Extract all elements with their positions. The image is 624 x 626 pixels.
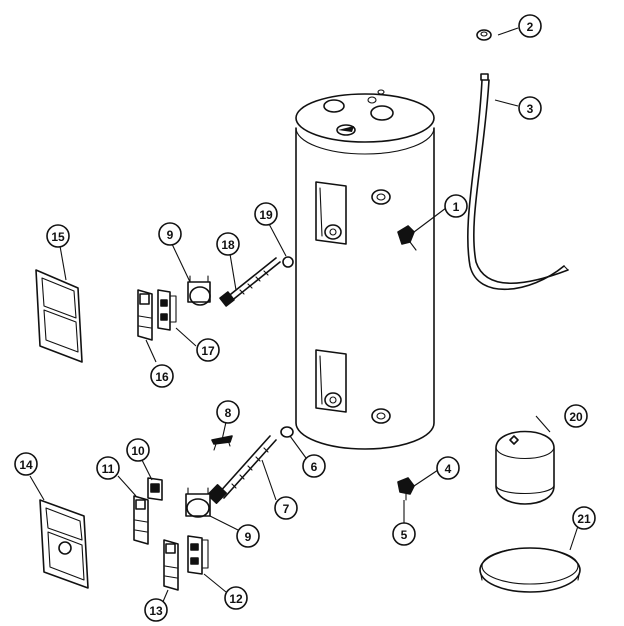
callout-label: 17 (201, 344, 215, 358)
callout-19: 19 (254, 202, 278, 226)
callout-label: 21 (577, 512, 591, 526)
callout-label: 12 (229, 592, 243, 606)
leader-lines (29, 27, 581, 605)
callout-3: 3 (518, 96, 542, 120)
callout-14: 14 (14, 452, 38, 476)
part-lower-thermostat-plate (163, 539, 179, 591)
callout-label: 4 (445, 462, 452, 476)
callout-label: 10 (131, 444, 145, 458)
callouts: 1 2 3 4 5 6 7 8 (14, 14, 596, 622)
callout-label: 9 (167, 228, 174, 242)
callout-5: 5 (392, 522, 416, 546)
part-upper-heating-element (219, 257, 281, 307)
callout-label: 15 (51, 230, 65, 244)
callout-label: 13 (149, 604, 163, 618)
callout-label: 2 (527, 20, 534, 34)
callout-21: 21 (572, 506, 596, 530)
callout-label: 1 (453, 200, 460, 214)
part-lower-thermostat (187, 535, 209, 575)
callout-label: 11 (102, 462, 115, 476)
part-element-gasket-upper (187, 275, 211, 306)
part-element-gasket-lower (185, 487, 211, 518)
part-expansion-tank (495, 430, 555, 505)
callout-label: 6 (311, 460, 318, 474)
part-drain-valve (397, 477, 415, 501)
callout-label: 9 (245, 530, 252, 544)
part-dip-tube (467, 73, 569, 291)
callout-label: 20 (569, 410, 583, 424)
callout-label: 18 (221, 238, 235, 252)
part-gasket-upper (282, 256, 294, 268)
callout-18: 18 (216, 232, 240, 256)
callout-6: 6 (302, 454, 326, 478)
callout-8: 8 (216, 400, 240, 424)
callout-label: 8 (225, 406, 232, 420)
callout-9-upper: 9 (158, 222, 182, 246)
callout-1: 1 (444, 194, 468, 218)
callout-2: 2 (518, 14, 542, 38)
callout-16: 16 (150, 364, 174, 388)
part-drain-pan (479, 547, 581, 593)
callout-13: 13 (144, 598, 168, 622)
part-upper-access-cover (35, 269, 83, 363)
callout-10: 10 (126, 438, 150, 462)
callout-20: 20 (564, 404, 588, 428)
part-lower-access-cover (39, 499, 89, 589)
part-lower-thermostat-bracket (133, 495, 149, 545)
callout-label: 14 (19, 458, 33, 472)
callout-label: 3 (527, 102, 534, 116)
callout-label: 7 (283, 502, 290, 516)
water-heater-tank (295, 89, 435, 450)
part-upper-thermostat (137, 289, 153, 341)
callout-label: 16 (155, 370, 169, 384)
callout-label: 19 (259, 208, 273, 222)
part-lower-heating-element (207, 435, 277, 505)
callout-7: 7 (274, 496, 298, 520)
callout-9-lower: 9 (236, 524, 260, 548)
part-nut (476, 29, 492, 41)
callout-17: 17 (196, 338, 220, 362)
callout-12: 12 (224, 586, 248, 610)
part-limit-switch (147, 477, 163, 501)
part-gasket-lower (280, 426, 294, 438)
callout-15: 15 (46, 224, 70, 248)
callout-4: 4 (436, 456, 460, 480)
callout-label: 5 (401, 528, 408, 542)
callout-11: 11 (96, 456, 120, 480)
part-upper-thermostat-switch (157, 289, 177, 331)
